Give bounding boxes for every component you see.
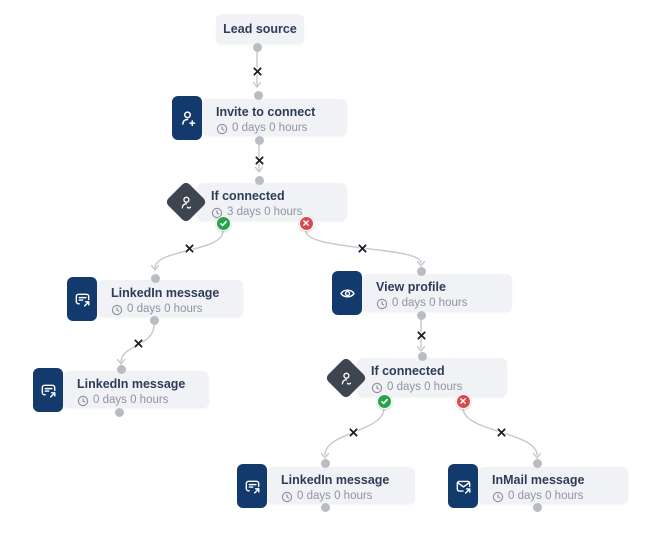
delete-edge-icon bbox=[496, 427, 506, 437]
failure-port[interactable] bbox=[455, 393, 471, 409]
connector-port bbox=[417, 351, 427, 361]
arrowhead-icon bbox=[416, 260, 426, 267]
connector-port bbox=[252, 42, 262, 52]
node-delay: 0 days 0 hours bbox=[232, 122, 308, 134]
delete-edge-button[interactable] bbox=[415, 329, 427, 341]
node-title: View profile bbox=[376, 280, 446, 294]
arrowhead-icon bbox=[252, 81, 262, 88]
clock-icon bbox=[111, 304, 123, 315]
node-title: LinkedIn message bbox=[111, 286, 220, 300]
node-inmail-message[interactable]: InMail message 0 days 0 hours bbox=[478, 467, 628, 504]
node-linkedin-message-2[interactable]: LinkedIn message 0 days 0 hours bbox=[63, 371, 209, 408]
connector-port bbox=[254, 135, 264, 145]
arrowhead-icon bbox=[254, 166, 264, 173]
connector-port bbox=[532, 502, 542, 512]
delete-edge-button[interactable] bbox=[132, 337, 144, 349]
clock-icon bbox=[492, 491, 504, 502]
delete-edge-button[interactable] bbox=[495, 426, 507, 438]
node-lead-source[interactable]: Lead source bbox=[216, 14, 304, 44]
delete-edge-button[interactable] bbox=[251, 65, 263, 77]
node-delay: 0 days 0 hours bbox=[297, 490, 373, 502]
delete-edge-icon bbox=[357, 243, 367, 253]
person-check-icon bbox=[324, 356, 368, 400]
node-title: LinkedIn message bbox=[281, 473, 390, 487]
delete-edge-button[interactable] bbox=[347, 426, 359, 438]
node-view-profile[interactable]: View profile 0 days 0 hours bbox=[362, 274, 512, 312]
node-title: Lead source bbox=[223, 22, 297, 36]
person-add-icon bbox=[172, 96, 202, 140]
node-title: If connected bbox=[371, 364, 445, 378]
x-icon bbox=[460, 398, 466, 404]
node-delay: 0 days 0 hours bbox=[93, 394, 169, 406]
clock-icon bbox=[211, 207, 223, 218]
clock-icon bbox=[216, 123, 228, 134]
connector-port bbox=[320, 458, 330, 468]
node-if-connected-1[interactable]: If connected 3 days 0 hours bbox=[197, 183, 347, 221]
connector-port bbox=[254, 175, 264, 185]
arrowhead-icon bbox=[116, 358, 126, 365]
node-delay: 0 days 0 hours bbox=[508, 490, 584, 502]
clock-icon bbox=[371, 382, 383, 393]
connector-port bbox=[150, 273, 160, 283]
arrowhead-icon bbox=[150, 264, 160, 271]
connector-port bbox=[532, 458, 542, 468]
connector-port bbox=[416, 310, 426, 320]
mail-forward-icon bbox=[448, 464, 478, 508]
success-port[interactable] bbox=[215, 215, 231, 231]
delete-edge-icon bbox=[416, 330, 426, 340]
node-title: Invite to connect bbox=[216, 105, 316, 119]
delete-edge-icon bbox=[252, 66, 262, 76]
arrowhead-icon bbox=[320, 452, 330, 459]
node-delay: 0 days 0 hours bbox=[392, 297, 468, 309]
connector-port bbox=[253, 90, 263, 100]
connector-port bbox=[320, 502, 330, 512]
node-title: InMail message bbox=[492, 473, 585, 487]
node-linkedin-message-3[interactable]: LinkedIn message 0 days 0 hours bbox=[267, 467, 415, 504]
connector-port bbox=[114, 407, 124, 417]
check-icon bbox=[380, 398, 388, 404]
delete-edge-icon bbox=[184, 243, 194, 253]
person-check-icon bbox=[164, 180, 208, 224]
failure-port[interactable] bbox=[298, 215, 314, 231]
chat-forward-icon bbox=[67, 277, 97, 321]
connector-port bbox=[116, 364, 126, 374]
clock-icon bbox=[77, 395, 89, 406]
connector-port bbox=[416, 266, 426, 276]
chat-forward-icon bbox=[237, 464, 267, 508]
delete-edge-button[interactable] bbox=[253, 154, 265, 166]
node-invite-to-connect[interactable]: Invite to connect 0 days 0 hours bbox=[202, 99, 347, 136]
clock-icon bbox=[281, 491, 293, 502]
delete-edge-icon bbox=[348, 427, 358, 437]
delete-edge-icon bbox=[254, 155, 264, 165]
node-delay: 0 days 0 hours bbox=[387, 381, 463, 393]
node-title: If connected bbox=[211, 189, 285, 203]
connector-port bbox=[149, 315, 159, 325]
chat-forward-icon bbox=[33, 368, 63, 412]
node-if-connected-2[interactable]: If connected 0 days 0 hours bbox=[357, 358, 507, 397]
check-icon bbox=[219, 220, 227, 226]
node-title: LinkedIn message bbox=[77, 377, 186, 391]
x-icon bbox=[303, 220, 309, 226]
arrowhead-icon bbox=[532, 452, 542, 459]
node-delay: 0 days 0 hours bbox=[127, 303, 203, 315]
clock-icon bbox=[376, 298, 388, 309]
delete-edge-button[interactable] bbox=[356, 242, 368, 254]
delete-edge-icon bbox=[133, 338, 143, 348]
eye-icon bbox=[332, 271, 362, 315]
delete-edge-button[interactable] bbox=[183, 242, 195, 254]
node-delay: 3 days 0 hours bbox=[227, 206, 303, 218]
arrowhead-icon bbox=[416, 345, 426, 352]
node-linkedin-message-1[interactable]: LinkedIn message 0 days 0 hours bbox=[97, 280, 243, 317]
success-port[interactable] bbox=[376, 393, 392, 409]
